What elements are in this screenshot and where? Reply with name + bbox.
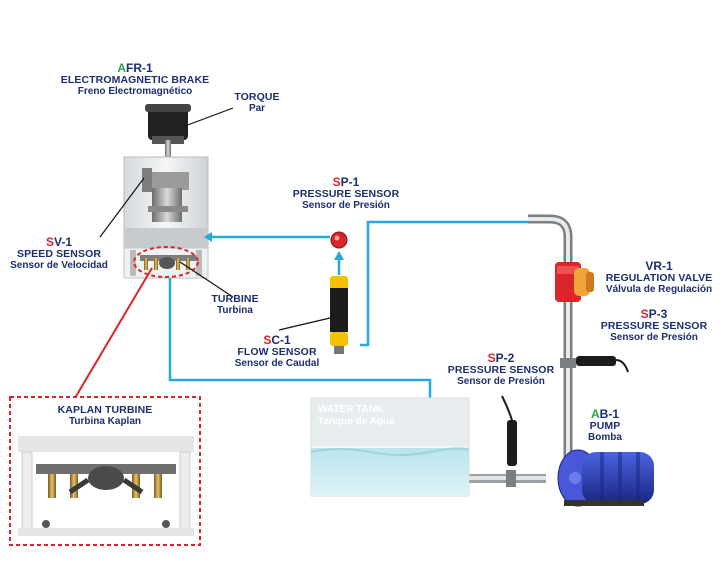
kaplan-callout-box <box>9 396 201 546</box>
sc1-leader <box>278 317 331 331</box>
sp3-label: SP-3 PRESSURE SENSOR Sensor de Presión <box>594 308 714 344</box>
sp2-sensor <box>501 395 517 466</box>
kaplan-label: KAPLAN TURBINE Turbina Kaplan <box>40 404 170 428</box>
sp2-title: PRESSURE SENSOR <box>447 364 555 376</box>
torque-subtitle: Par <box>248 103 266 114</box>
arrow-up <box>334 251 344 260</box>
kaplan-subtitle: Turbina Kaplan <box>68 416 142 427</box>
vr1-title: REGULATION VALVE <box>605 272 713 284</box>
sc1-code-rest: C-1 <box>271 333 291 347</box>
ab1-label: AB-1 PUMP Bomba <box>580 408 630 444</box>
sc1-flow-sensor <box>330 276 348 354</box>
afr1-title: ELECTROMAGNETIC BRAKE <box>60 74 210 86</box>
sv1-label: SV-1 SPEED SENSOR Sensor de Velocidad <box>0 236 118 272</box>
sc1-subtitle: Sensor de Caudal <box>234 358 320 369</box>
turbine-callout-ellipse <box>133 246 199 278</box>
turbine-leader <box>179 261 234 298</box>
brake-body <box>148 108 188 140</box>
sv1-title: SPEED SENSOR <box>16 248 102 260</box>
tank-label: WATER TANK Tanque de Agua <box>318 404 428 428</box>
turbine-subtitle: Turbina <box>217 305 253 316</box>
sp1-sensor <box>330 231 348 249</box>
sp1-title: PRESSURE SENSOR <box>292 188 400 200</box>
tank-subtitle: Tanque de Agua <box>318 416 395 427</box>
kaplan-title: KAPLAN TURBINE <box>57 404 153 416</box>
sc1-title: FLOW SENSOR <box>237 346 317 358</box>
torque-leader <box>184 107 234 127</box>
sc1-code-letter: S <box>263 333 272 347</box>
afr1-code-rest: FR-1 <box>126 61 153 75</box>
ab1-title: PUMP <box>589 420 621 432</box>
vr1-code: VR-1 <box>645 259 673 273</box>
tank-title: WATER TANK <box>318 404 384 415</box>
torque-title: TORQUE <box>234 91 280 103</box>
sv1-code-rest: V-1 <box>54 235 73 249</box>
ab1-code-rest: B-1 <box>599 407 619 421</box>
sp1-code-letter: S <box>332 175 341 189</box>
sp2-label: SP-2 PRESSURE SENSOR Sensor de Presión <box>444 352 558 388</box>
afr1-subtitle: Freno Electromagnético <box>77 86 193 97</box>
kaplan-callout-line <box>74 267 153 399</box>
afr1-code-letter: A <box>117 61 126 75</box>
sp2-subtitle: Sensor de Presión <box>457 376 545 387</box>
sv1-leader <box>99 177 145 238</box>
sp3-title: PRESSURE SENSOR <box>600 320 708 332</box>
steel-pipe <box>464 214 576 487</box>
sp1-label: SP-1 PRESSURE SENSOR Sensor de Presión <box>286 176 406 212</box>
turbine-title: TURBINE <box>211 293 259 305</box>
sp3-sensor <box>576 356 629 373</box>
sp2-code-rest: P-2 <box>495 351 515 365</box>
sv1-code-letter: S <box>45 235 54 249</box>
water-tank <box>310 397 470 497</box>
torque-label: TORQUE Par <box>222 91 292 115</box>
sp3-subtitle: Sensor de Presión <box>610 332 698 343</box>
sv1-subtitle: Sensor de Velocidad <box>10 260 108 271</box>
afr1-label: AFR-1 ELECTROMAGNETIC BRAKE Freno Electr… <box>40 62 230 98</box>
sp2-code-letter: S <box>487 351 496 365</box>
ab1-pump <box>557 449 654 507</box>
sp1-code-rest: P-1 <box>340 175 360 189</box>
sc1-label: SC-1 FLOW SENSOR Sensor de Caudal <box>222 334 332 370</box>
turbine-unit <box>123 104 209 279</box>
ab1-subtitle: Bomba <box>588 432 622 443</box>
sp3-code-rest: P-3 <box>648 307 668 321</box>
arrow-to-turbine <box>204 232 212 242</box>
sp1-subtitle: Sensor de Presión <box>302 200 390 211</box>
vr1-regulation-valve <box>555 262 594 302</box>
vr1-label: VR-1 REGULATION VALVE Válvula de Regulac… <box>596 260 722 296</box>
ab1-code-letter: A <box>590 407 600 421</box>
sp3-code-letter: S <box>640 307 649 321</box>
turbine-label: TURBINE Turbina <box>200 293 270 317</box>
vr1-subtitle: Válvula de Regulación <box>605 284 713 295</box>
